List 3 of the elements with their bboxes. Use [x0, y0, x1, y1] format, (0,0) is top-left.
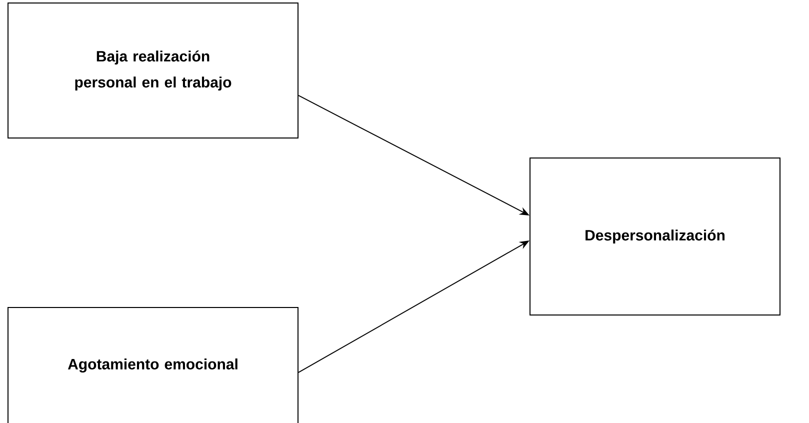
- text-box: Agotamiento emocional: [8, 307, 298, 423]
- text-box: Baja realización personal en el trabajo: [8, 2, 298, 138]
- text-box: Despersonalización: [530, 158, 780, 316]
